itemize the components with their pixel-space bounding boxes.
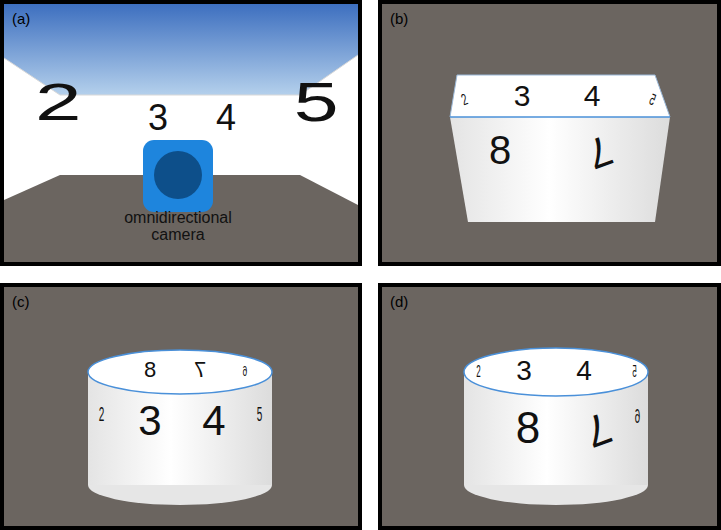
wall-digit: 2	[35, 76, 82, 129]
wall-digit: 3	[514, 81, 531, 111]
wall-digit: 2	[99, 404, 105, 424]
wall-digit: 3	[138, 400, 161, 442]
box-edge	[450, 75, 670, 117]
wall-digit: 8	[516, 406, 540, 450]
panel-ground	[382, 4, 717, 262]
wall-digit: 3	[148, 100, 168, 136]
wall-digit: 4	[576, 357, 592, 385]
wall-digit: 7	[579, 405, 617, 455]
cylinder-rim	[464, 348, 648, 396]
wall-digit: 5	[294, 74, 339, 130]
room-walls	[4, 4, 358, 262]
box-edge	[450, 116, 670, 118]
camera-body	[143, 140, 213, 212]
figure-panel: (c)	[0, 283, 362, 530]
figure-panel: (d)	[378, 283, 721, 530]
panel-ground	[4, 287, 358, 526]
panel-letter: (c)	[12, 293, 30, 310]
wall-digit: 7	[582, 128, 618, 175]
wall-digit: 7	[194, 359, 206, 381]
wall-digit: 3	[516, 357, 532, 385]
wall-digit: 6	[243, 364, 248, 378]
panel-letter: (b)	[390, 10, 408, 27]
wall-digit: 4	[216, 100, 236, 136]
wall-digit: 8	[489, 130, 511, 170]
wall-digit: 8	[144, 359, 156, 381]
box-front	[450, 117, 670, 222]
cylinder-rim	[88, 350, 272, 394]
wall-digit: 4	[202, 400, 225, 442]
wall-digit: 4	[584, 81, 601, 111]
panel-letter: (d)	[390, 293, 408, 310]
figure-panel: (b)	[378, 0, 721, 266]
wall-digit: 2	[476, 364, 480, 380]
camera-label-box: omnidirectional camera	[100, 140, 256, 243]
panel-ground	[382, 287, 717, 526]
box-top	[450, 75, 670, 117]
camera-label: omnidirectional camera	[100, 209, 256, 243]
camera-lens	[154, 151, 202, 199]
figure-panel: (a) omnidirectional camera	[0, 0, 362, 266]
wall-digit: 6	[635, 406, 641, 426]
panel-letter: (a)	[12, 10, 30, 27]
wall-digit: 5	[257, 404, 263, 424]
wall-digit: 5	[647, 92, 657, 109]
wall-digit: 2	[459, 92, 469, 109]
wall-digit: 5	[632, 364, 636, 380]
